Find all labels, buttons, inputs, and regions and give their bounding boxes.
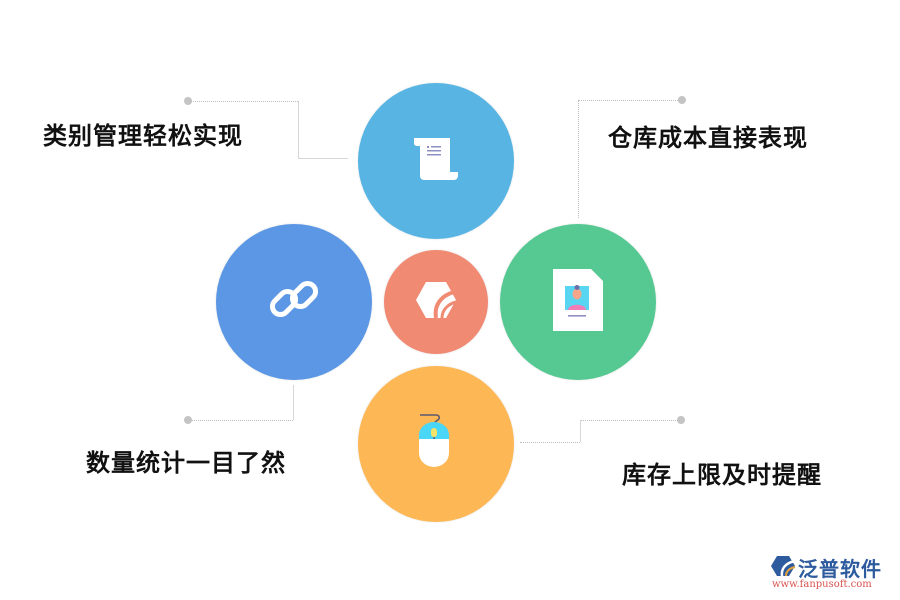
connector-dot-left	[184, 416, 192, 424]
center-circle	[384, 250, 488, 354]
chain-link-icon	[267, 273, 321, 331]
connector-line	[298, 101, 299, 158]
connector-line	[578, 100, 579, 218]
node-right-circle	[500, 224, 656, 380]
node-bottom-circle	[358, 366, 514, 522]
brand-logo-icon	[770, 555, 796, 581]
connector-dot-top	[184, 97, 192, 105]
node-top-circle	[358, 83, 514, 239]
node-left-circle	[216, 224, 372, 380]
brand-hexagon-icon	[414, 278, 458, 326]
connector-line	[293, 385, 294, 420]
node-right-label: 仓库成本直接表现	[608, 124, 808, 152]
connector-dot-right	[678, 96, 686, 104]
brand-name: 泛普软件	[798, 557, 882, 581]
brand-url: www.fanpusoft.com	[772, 579, 872, 590]
connector-line	[578, 100, 680, 101]
connector-line	[580, 420, 680, 421]
connector-line	[298, 158, 348, 159]
node-bottom-label: 库存上限及时提醒	[622, 461, 822, 489]
node-top-label: 类别管理轻松实现	[43, 122, 243, 150]
connector-line	[580, 420, 581, 442]
connector-line	[190, 101, 298, 102]
connector-dot-bottom	[677, 416, 685, 424]
node-left-label: 数量统计一目了然	[86, 449, 286, 477]
connector-line	[190, 420, 293, 421]
computer-mouse-icon	[416, 413, 456, 475]
id-card-document-icon	[553, 269, 603, 335]
scroll-document-icon	[410, 136, 462, 186]
connector-line	[520, 442, 580, 443]
